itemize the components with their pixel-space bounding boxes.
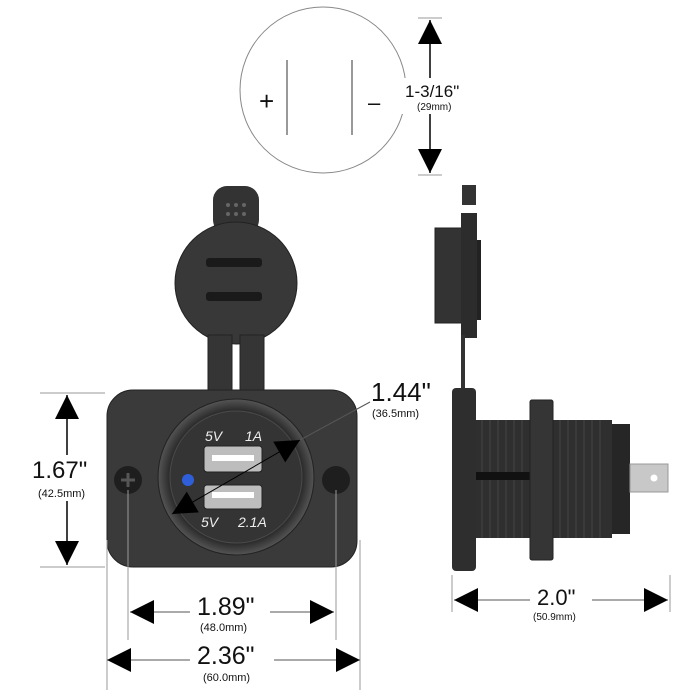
indicator-led [182, 474, 194, 486]
port1-voltage: 5V [205, 428, 224, 444]
side-view [434, 185, 669, 571]
dust-cap [174, 221, 298, 345]
hole-diameter-dimension: 1-3/16" (29mm) [402, 17, 472, 176]
plate-height-metric: (42.5mm) [38, 488, 85, 500]
plate-height-dimension: 1.67" (42.5mm) [30, 392, 105, 568]
screw-spacing-metric: (48.0mm) [200, 622, 247, 634]
screw-spacing-dimension: 1.89" (48.0mm) [127, 490, 337, 640]
front-view: 5V 1A 5V 2.1A [106, 186, 358, 568]
plate-width-value: 2.36" [197, 642, 255, 670]
terminal [629, 463, 669, 493]
port1-current: 1A [245, 428, 262, 444]
hole-diameter-metric: (29mm) [417, 102, 451, 113]
flange [452, 388, 476, 571]
positive-label: + [259, 86, 274, 116]
port2-voltage: 5V [201, 514, 220, 530]
screw-left [114, 466, 142, 494]
plate-height-value: 1.67" [32, 457, 87, 484]
port2-current: 2.1A [237, 514, 267, 530]
negative-label: – [368, 90, 381, 115]
socket-diameter-metric: (36.5mm) [372, 408, 419, 420]
depth-dimension: 2.0" (50.9mm) [451, 575, 671, 623]
depth-metric: (50.9mm) [533, 612, 576, 623]
hole-diameter-value: 1-3/16" [405, 82, 459, 101]
plate-width-dimension: 2.36" (60.0mm) [106, 540, 361, 690]
nut [529, 399, 554, 561]
plate-width-metric: (60.0mm) [203, 672, 250, 684]
depth-value: 2.0" [537, 585, 575, 610]
screw-right [322, 466, 350, 494]
socket-diameter-value: 1.44" [371, 377, 431, 407]
polarity-diagram: + – [239, 6, 407, 174]
screw-spacing-value: 1.89" [197, 593, 255, 621]
socket-diameter-dimension: 1.44" (36.5mm) [171, 377, 431, 515]
